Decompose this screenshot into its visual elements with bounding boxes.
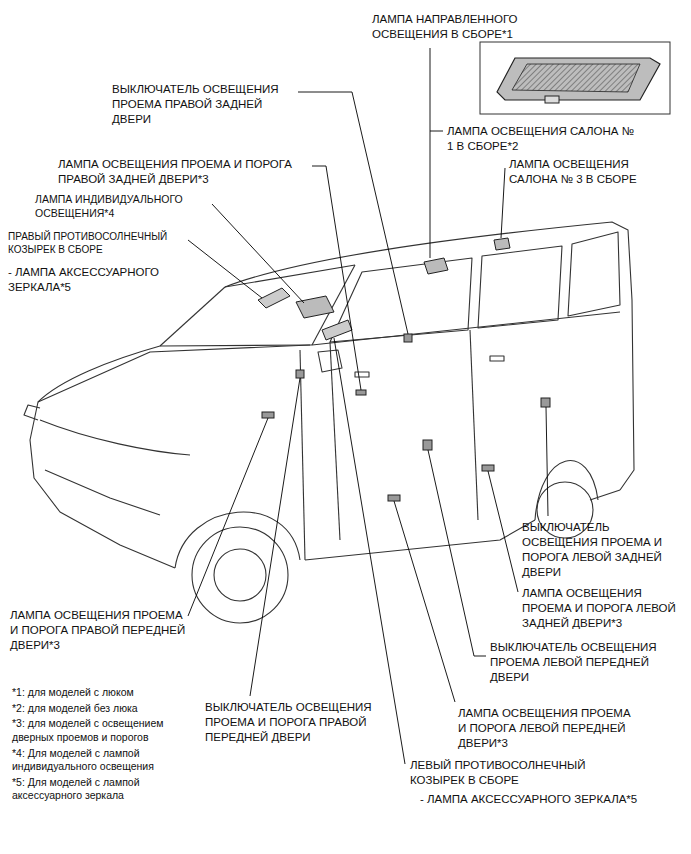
lamp-parts <box>258 238 550 501</box>
callout-label: ЛАМПА ИНДИВИДУАЛЬНОГО ОСВЕЩЕНИЯ*4 <box>35 193 210 220</box>
callout-label: ПРАВЫЙ ПРОТИВОСОЛНЕЧНЫЙ КОЗЫРЕК В СБОРЕ <box>8 230 186 256</box>
callout-label: ЛАМПА ОСВЕЩЕНИЯ ПРОЕМА И ПОРОГА ПРАВОЙ З… <box>58 157 308 187</box>
callout-label: - ЛАМПА АКСЕССУАРНОГО ЗЕРКАЛА*5 <box>8 265 198 295</box>
callout-label: *1: для моделей с люком <box>12 686 192 700</box>
callout-label: *5: Для моделей с лампой аксессуарного з… <box>12 776 192 803</box>
callout-label: ВЫКЛЮЧАТЕЛЬ ОСВЕЩЕНИЯ ПРОЕМА И ПОРОГА ПР… <box>205 700 390 745</box>
callout-label: ЛАМПА ОСВЕЩЕНИЯ ПРОЕМА И ПОРОГА ПРАВОЙ П… <box>10 608 190 653</box>
callout-label: ЛАМПА ОСВЕЩЕНИЯ САЛОНА № 3 В СБОРЕ <box>509 157 679 187</box>
callout-label: ЛАМПА ОСВЕЩЕНИЯ ПРОЕМА И ПОРОГА ЛЕВОЙ ЗА… <box>522 586 684 631</box>
callout-label: - ЛАМПА АКСЕССУАРНОГО ЗЕРКАЛА*5 <box>420 792 650 807</box>
callout-label: ВЫКЛЮЧАТЕЛЬ ОСВЕЩЕНИЯ ПРОЕМА ЛЕВОЙ ПЕРЕД… <box>490 640 680 685</box>
callout-label: *4: Для моделей с лампой индивидуального… <box>12 747 192 774</box>
callout-label: ЛАМПА ОСВЕЩЕНИЯ САЛОНА № 1 В СБОРЕ*2 <box>447 124 642 154</box>
callout-label: *2: для моделей без люка <box>12 702 192 716</box>
callout-label: ВЫКЛЮЧАТЕЛЬ ОСВЕЩЕНИЯ ПРОЕМА И ПОРОГА ЛЕ… <box>522 520 684 580</box>
lamp-inset <box>480 42 670 114</box>
callout-label: ЛЕВЫЙ ПРОТИВОСОЛНЕЧНЫЙ КОЗЫРЕК В СБОРЕ <box>410 758 640 788</box>
callout-label: ВЫКЛЮЧАТЕЛЬ ОСВЕЩЕНИЯ ПРОЕМА ПРАВОЙ ЗАДН… <box>112 82 297 127</box>
callout-label: *3: для моделей с освещением дверных про… <box>12 717 192 744</box>
callout-label: ЛАМПА НАПРАВЛЕННОГО ОСВЕЩЕНИЯ В СБОРЕ*1 <box>372 12 572 42</box>
callout-label: ЛАМПА ОСВЕЩЕНИЯ ПРОЕМА И ПОРОГА ЛЕВОЙ ПЕ… <box>458 706 638 751</box>
